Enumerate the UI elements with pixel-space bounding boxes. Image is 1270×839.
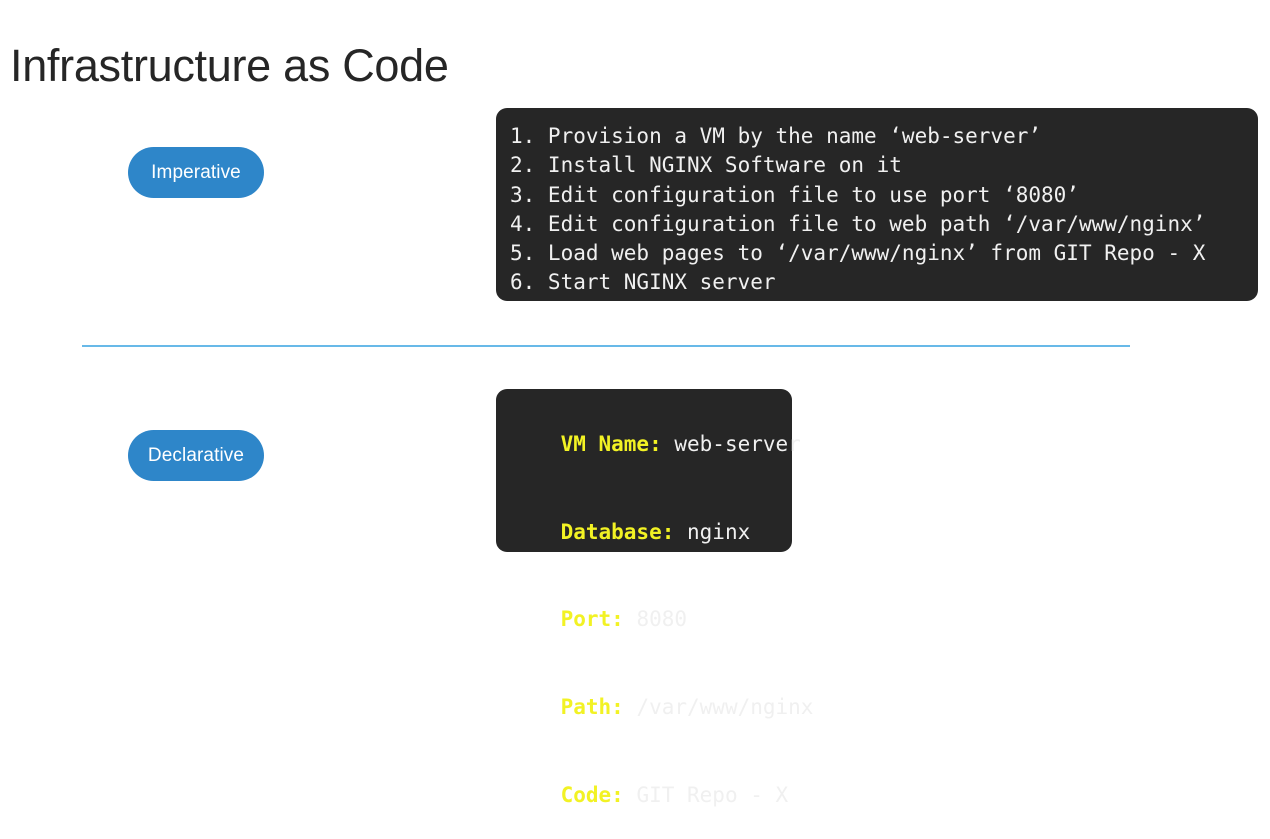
badge-imperative-label: Imperative: [151, 161, 241, 183]
imperative-step-1: 1. Provision a VM by the name ‘web-serve…: [510, 124, 1042, 148]
declarative-entry-code: Code: GIT Repo - X: [510, 751, 792, 839]
badge-imperative: Imperative: [128, 147, 264, 198]
badge-declarative-label: Declarative: [147, 444, 245, 466]
imperative-step-2: 2. Install NGINX Software on it: [510, 153, 902, 178]
declarative-key: Code:: [560, 782, 624, 807]
declarative-value: /var/www/nginx: [623, 695, 814, 720]
imperative-step-4: 4. Edit configuration file to web path ‘…: [510, 211, 1206, 236]
imperative-step-5: 5. Load web pages to ‘/var/www/nginx’ fr…: [510, 241, 1206, 266]
imperative-step-6: 6. Start NGINX server: [510, 270, 776, 295]
page-title: Infrastructure as Code: [10, 40, 449, 92]
declarative-entry-database: Database: nginx: [510, 489, 792, 577]
declarative-key: Database:: [560, 519, 675, 544]
declarative-key: Path:: [560, 695, 624, 720]
declarative-key: Port:: [560, 607, 624, 632]
declarative-value: GIT Repo - X: [623, 782, 789, 807]
declarative-value: web-server: [661, 432, 801, 457]
declarative-entry-vm-name: VM Name: web-server: [510, 401, 801, 489]
badge-declarative: Declarative: [128, 430, 264, 481]
declarative-code-block: VM Name: web-server Database: nginx Port…: [496, 389, 813, 807]
imperative-code-block: 1. Provision a VM by the name ‘web-serve…: [496, 108, 1258, 301]
section-divider: [82, 345, 1130, 347]
declarative-entry-port: Port: 8080: [510, 576, 792, 664]
imperative-step-3: 3. Edit configuration file to use port ‘…: [510, 182, 1079, 207]
declarative-value: nginx: [674, 519, 751, 544]
declarative-key: VM Name:: [560, 432, 662, 457]
declarative-value: 8080: [623, 607, 688, 632]
declarative-entry-path: Path: /var/www/nginx: [510, 664, 814, 752]
